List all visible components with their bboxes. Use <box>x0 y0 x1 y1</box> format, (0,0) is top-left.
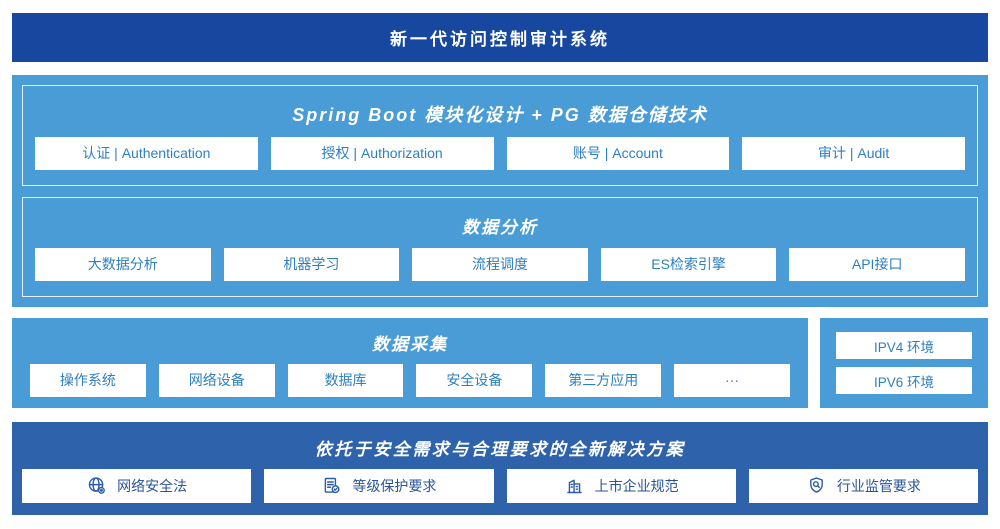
collection-box-os: 操作系统 <box>30 363 146 397</box>
collection-main-panel: 数据采集 操作系统 网络设备 数据库 安全设备 第三方应用 ··· <box>12 318 808 408</box>
platform-section: Spring Boot 模块化设计 + PG 数据仓储技术 认证 | Authe… <box>12 75 988 307</box>
env-box-ipv4: IPV4 环境 <box>836 332 972 359</box>
collection-box-more: ··· <box>674 363 790 397</box>
solution-box-label: 等级保护要求 <box>352 477 437 494</box>
page-title: 新一代访问控制审计系统 <box>390 30 610 49</box>
collection-box-network-device: 网络设备 <box>158 363 275 397</box>
module-box-authentication: 认证 | Authentication <box>35 136 258 170</box>
analysis-box-scheduling: 流程调度 <box>412 247 588 281</box>
environment-panel: IPV4 环境 IPV6 环境 <box>820 318 988 408</box>
env-box-ipv6: IPV6 环境 <box>836 367 972 394</box>
collection-row: 操作系统 网络设备 数据库 安全设备 第三方应用 ··· <box>30 363 790 397</box>
solution-box-classified-protection: 等级保护要求 <box>264 468 494 503</box>
analysis-panel-title: 数据分析 <box>462 217 538 237</box>
shield-search-icon <box>809 477 823 493</box>
analysis-row: 大数据分析 机器学习 流程调度 ES检索引擎 API接口 <box>35 247 965 281</box>
analysis-box-es: ES检索引擎 <box>600 247 777 281</box>
analysis-panel: 数据分析 大数据分析 机器学习 流程调度 ES检索引擎 API接口 <box>22 196 978 297</box>
modules-row: 认证 | Authentication 授权 | Authorization 账… <box>35 136 965 170</box>
module-box-audit: 审计 | Audit <box>742 136 965 170</box>
collection-box-security-device: 安全设备 <box>416 363 533 397</box>
solution-section: 依托于安全需求与合理要求的全新解决方案 网络安全法 等级保护要求 <box>12 422 988 515</box>
solution-row: 网络安全法 等级保护要求 上市企业规范 <box>22 468 978 503</box>
solution-box-listed-company: 上市企业规范 <box>506 468 736 503</box>
analysis-box-ml: 机器学习 <box>223 247 400 281</box>
solution-box-industry-regulation: 行业监管要求 <box>748 468 978 503</box>
collection-title: 数据采集 <box>372 334 448 354</box>
module-box-account: 账号 | Account <box>506 136 730 170</box>
analysis-box-bigdata: 大数据分析 <box>35 247 211 281</box>
modules-panel-title: Spring Boot 模块化设计 + PG 数据仓储技术 <box>292 104 708 125</box>
module-box-authorization: 授权 | Authorization <box>270 136 494 170</box>
analysis-box-api: API接口 <box>789 247 965 281</box>
modules-panel: Spring Boot 模块化设计 + PG 数据仓储技术 认证 | Authe… <box>22 85 978 186</box>
globe-icon <box>88 477 106 494</box>
collection-box-database: 数据库 <box>287 363 404 397</box>
collection-section: 数据采集 操作系统 网络设备 数据库 安全设备 第三方应用 ··· IPV4 环… <box>12 318 988 408</box>
solution-box-label: 行业监管要求 <box>836 477 921 494</box>
solution-box-cybersecurity-law: 网络安全法 <box>22 468 252 503</box>
collection-box-thirdparty: 第三方应用 <box>545 363 662 397</box>
solution-box-label: 网络安全法 <box>117 477 188 494</box>
solution-box-label: 上市企业规范 <box>594 477 679 494</box>
system-title-banner: 新一代访问控制审计系统 <box>12 13 988 62</box>
solution-title: 依托于安全需求与合理要求的全新解决方案 <box>314 439 686 459</box>
document-check-icon <box>325 477 340 494</box>
building-icon <box>566 479 582 494</box>
